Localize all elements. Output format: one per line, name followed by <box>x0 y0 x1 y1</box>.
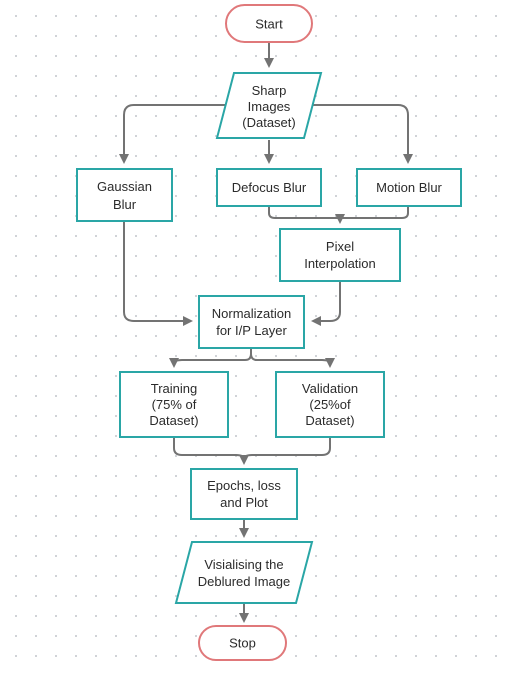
visualising-line-1: Visialising the <box>204 557 283 572</box>
validation-line-1: Validation <box>302 381 358 396</box>
edge-validation-to-epochs <box>243 438 331 460</box>
edges <box>119 43 413 623</box>
pixel-interpolation-line-1: Pixel <box>326 239 354 254</box>
node-defocus-blur: Defocus Blur <box>216 168 322 207</box>
normalization-box <box>198 295 305 349</box>
defocus-blur-label: Defocus Blur <box>232 180 307 195</box>
training-line-1: Training <box>151 381 197 396</box>
node-sharp-images: Sharp Images (Dataset) <box>215 72 323 139</box>
node-normalization: Normalization for I/P Layer <box>198 295 305 349</box>
training-box <box>119 371 229 438</box>
defocus-blur-box <box>216 168 322 207</box>
node-start: Start <box>225 4 313 43</box>
sharp-images-parallelogram <box>215 72 323 139</box>
node-validation: Validation (25%of Dataset) <box>275 371 385 438</box>
training-line-2: (75% of <box>152 397 197 412</box>
pixel-interpolation-line-2: Interpolation <box>304 256 376 271</box>
edge-pixel-interpolation-to-normalization <box>311 282 341 326</box>
node-epochs: Epochs, loss and Plot <box>190 468 298 520</box>
node-stop: Stop <box>198 625 287 661</box>
validation-box <box>275 371 385 438</box>
gaussian-blur-line-2: Blur <box>113 197 137 212</box>
validation-line-3: Dataset) <box>305 413 354 428</box>
start-label: Start <box>255 17 283 32</box>
edge-training-to-epochs <box>173 438 249 465</box>
motion-blur-box <box>356 168 462 207</box>
sharp-images-line-3: (Dataset) <box>242 115 295 130</box>
edge-defocus-blur-to-pixel-interpolation <box>268 207 345 224</box>
normalization-line-2: for I/P Layer <box>216 323 287 338</box>
stop-terminal-shape <box>198 625 287 661</box>
sharp-images-line-2: Images <box>248 99 291 114</box>
node-gaussian-blur: Gaussian Blur <box>76 168 173 222</box>
validation-line-2: (25%of <box>309 397 351 412</box>
node-motion-blur: Motion Blur <box>356 168 462 207</box>
training-line-3: Dataset) <box>149 413 198 428</box>
normalization-line-1: Normalization <box>212 306 291 321</box>
edge-gaussian-blur-to-normalization <box>123 222 193 326</box>
node-training: Training (75% of Dataset) <box>119 371 229 438</box>
edge-motion-blur-to-pixel-interpolation <box>340 207 409 219</box>
pixel-interpolation-box <box>279 228 401 282</box>
epochs-line-1: Epochs, loss <box>207 478 281 493</box>
node-visualising: Visialising the Deblured Image <box>174 541 314 604</box>
sharp-images-line-1: Sharp <box>252 83 287 98</box>
edge-normalization-to-validation <box>250 349 335 368</box>
motion-blur-label: Motion Blur <box>376 180 442 195</box>
edge-sharp-images-to-gaussian-blur <box>119 104 269 164</box>
epochs-line-2: and Plot <box>220 495 268 510</box>
visualising-line-2: Deblured Image <box>198 574 291 589</box>
visualising-parallelogram <box>174 541 314 604</box>
gaussian-blur-box <box>76 168 173 222</box>
gaussian-blur-line-1: Gaussian <box>97 179 152 194</box>
start-terminal-shape <box>225 4 313 43</box>
epochs-box <box>190 468 298 520</box>
edge-sharp-images-to-motion-blur <box>269 104 413 164</box>
node-pixel-interpolation: Pixel Interpolation <box>279 228 401 282</box>
stop-label: Stop <box>229 636 256 651</box>
edge-normalization-to-training <box>169 349 252 368</box>
